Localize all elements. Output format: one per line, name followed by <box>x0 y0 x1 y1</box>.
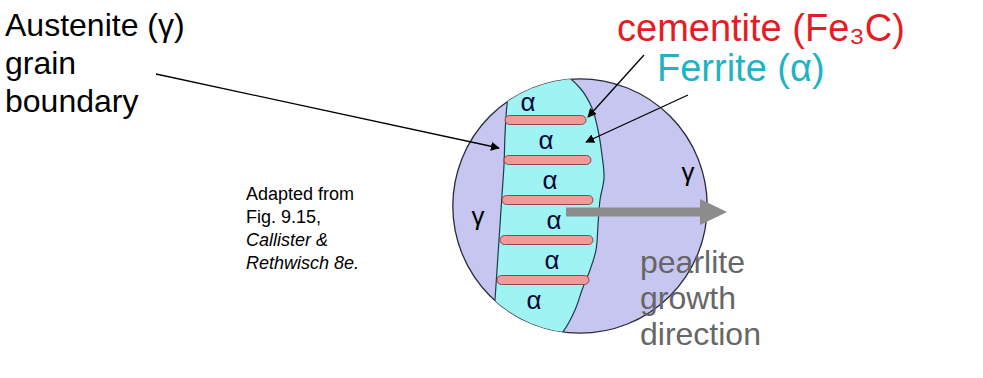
leader-line <box>588 55 644 117</box>
phase-symbol: α <box>544 247 559 273</box>
callout-label: Ferrite (α) <box>657 46 957 90</box>
leader-line <box>156 74 499 148</box>
direction-label: pearlite growth direction <box>640 244 770 352</box>
phase-symbol: α <box>520 89 535 115</box>
phase-symbol: α <box>546 207 561 233</box>
cementite-lamella <box>500 236 593 245</box>
leader-line <box>586 95 688 142</box>
phase-symbol: α <box>542 167 557 193</box>
growth-arrow-head <box>700 199 727 225</box>
growth-arrow-shaft <box>566 208 702 217</box>
callout-label: cementite (Fe₃C) <box>617 6 957 50</box>
cementite-lamella <box>497 276 589 285</box>
cementite-lamella <box>504 156 591 165</box>
source-note: Adapted from Fig. 9.15, <box>246 183 371 229</box>
phase-symbol: γ <box>682 159 695 185</box>
cementite-lamella <box>505 116 586 125</box>
cementite-lamella <box>502 196 593 205</box>
phase-symbol: α <box>526 287 541 313</box>
colony-illustration <box>490 68 604 351</box>
ferrite-region <box>490 68 604 351</box>
pearlite-colony-shape <box>490 78 640 334</box>
phase-symbol: γ <box>472 203 485 229</box>
phase-symbol: α <box>538 127 553 153</box>
source-note: Callister & Rethwisch 8e. <box>246 229 371 275</box>
pearlite-colony: αααααα <box>490 78 640 334</box>
callout-label: Austenite (γ) grain boundary <box>5 6 210 120</box>
